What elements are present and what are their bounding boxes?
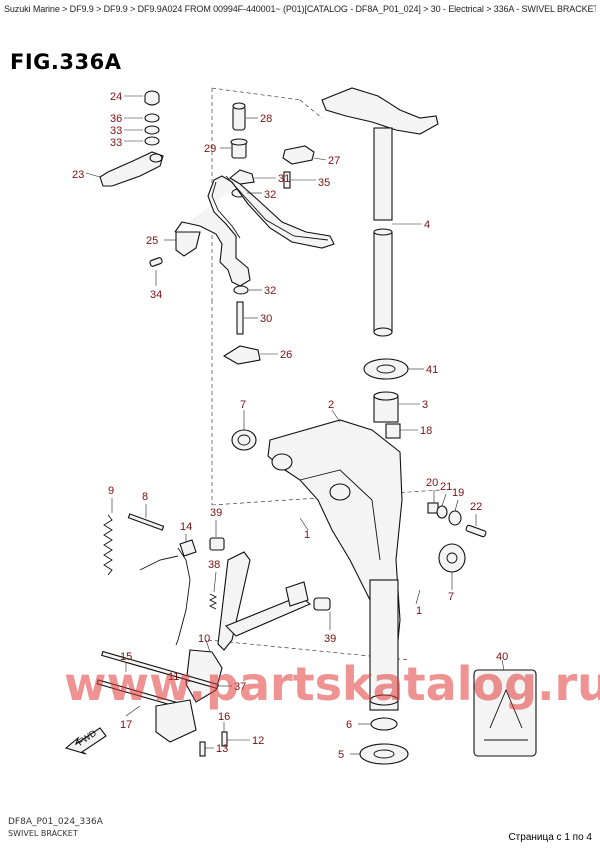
callout-32: 32 (264, 189, 276, 201)
mount-bracket-group (149, 175, 335, 365)
steering-handle-group (99, 90, 164, 187)
callout-4: 4 (424, 219, 430, 231)
callout-9: 9 (108, 485, 114, 497)
callout-39: 39 (210, 507, 222, 519)
fwd-arrow-icon: FWD (64, 727, 107, 755)
breadcrumb: Suzuki Marine > DF9.9 > DF9.9 > DF9.9A02… (4, 4, 596, 14)
callout-41: 41 (426, 364, 438, 376)
callout-6: 6 (346, 719, 352, 731)
callout-13: 13 (216, 743, 228, 755)
callout-12: 12 (252, 735, 264, 747)
callout-35: 35 (318, 177, 330, 189)
callout-17: 17 (120, 719, 132, 731)
callout-10: 10 (198, 633, 210, 645)
callout-20: 20 (426, 477, 438, 489)
page-count: Страница с 1 по 4 (508, 832, 592, 843)
callout-24: 24 (110, 91, 122, 103)
callout-1: 1 (416, 605, 422, 617)
swivel-bracket-body (231, 391, 403, 711)
callout-5: 5 (338, 749, 344, 761)
callout-40: 40 (496, 651, 508, 663)
callout-3: 3 (422, 399, 428, 411)
callout-7: 7 (240, 399, 246, 411)
steering-shaft-group (321, 87, 439, 380)
callout-14: 14 (180, 521, 192, 533)
callout-28: 28 (260, 113, 272, 125)
callout-33: 33 (110, 137, 122, 149)
callout-21: 21 (440, 481, 452, 493)
leader-lines (85, 95, 505, 755)
callout-15: 15 (120, 651, 132, 663)
tilt-lock-parts (427, 502, 487, 573)
callout-36: 36 (110, 113, 122, 125)
callout-32: 32 (264, 285, 276, 297)
callout-29: 29 (204, 143, 216, 155)
callout-27: 27 (328, 155, 340, 167)
upper-mount-parts (229, 102, 315, 198)
callout-1: 1 (304, 529, 310, 541)
callout-33: 33 (110, 125, 122, 137)
lower-washers (359, 669, 537, 765)
callout-34: 34 (150, 289, 162, 301)
tilt-lever-group (96, 513, 331, 757)
callout-23: 23 (72, 169, 84, 181)
callout-30: 30 (260, 313, 272, 325)
callout-38: 38 (208, 559, 220, 571)
callout-2: 2 (328, 399, 334, 411)
footer-code: DF8A_P01_024_336A (8, 817, 103, 827)
callout-7: 7 (448, 591, 454, 603)
callout-22: 22 (470, 501, 482, 513)
callout-8: 8 (142, 491, 148, 503)
callout-numbers: 24 36 33 33 23 28 29 27 31 35 32 25 34 4… (72, 91, 508, 761)
callout-19: 19 (452, 487, 464, 499)
callout-16: 16 (218, 711, 230, 723)
watermark: www.partskatalog.ru (64, 657, 600, 711)
callout-39: 39 (324, 633, 336, 645)
callout-11: 11 (168, 671, 179, 683)
callout-31: 31 (278, 173, 290, 185)
callout-25: 25 (146, 235, 158, 247)
callout-37: 37 (234, 681, 246, 693)
callout-18: 18 (420, 425, 432, 437)
figure-title: FIG.336A (10, 50, 122, 74)
callout-26: 26 (280, 349, 292, 361)
footer-name: SWIVEL BRACKET (8, 829, 78, 838)
